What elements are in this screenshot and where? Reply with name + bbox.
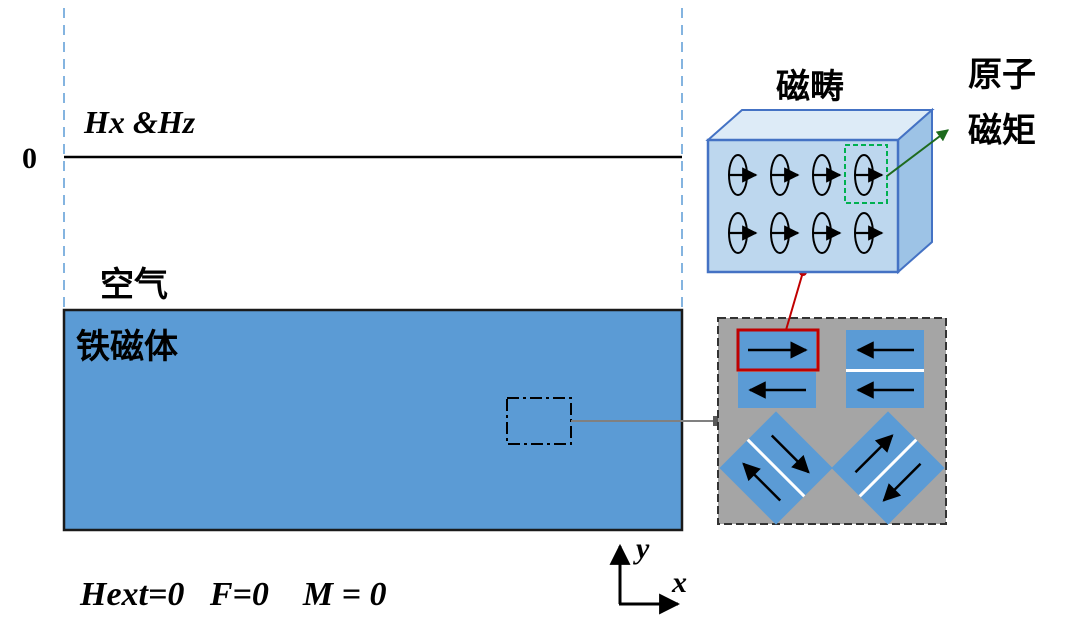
atomic-moments-grid: [728, 154, 884, 254]
x-axis-label: x: [671, 566, 687, 599]
atomic-moment: [770, 212, 800, 254]
highlight-moment-green: [844, 144, 888, 204]
highlight-domain-red: [736, 328, 820, 372]
zero-label: 0: [22, 142, 37, 175]
atomic-moment: [728, 154, 758, 196]
atomic-moment: [770, 154, 800, 196]
domain-label: 磁畴: [776, 67, 844, 107]
atomic-moment: [854, 154, 884, 196]
atomic-moment: [812, 212, 842, 254]
atomic-moment-label-line2: 磁矩: [968, 111, 1036, 151]
y-axis-label: y: [633, 532, 650, 565]
red-connector-line: [785, 271, 804, 331]
atomic-moment: [812, 154, 842, 196]
air-label: 空气: [100, 265, 168, 305]
h-field-label: Hx &Hz: [83, 104, 196, 140]
atomic-moment: [728, 212, 758, 254]
connector-end-marker: [713, 416, 722, 426]
atomic-moment-label-line1: 原子: [968, 55, 1036, 95]
atomic-moment: [854, 212, 884, 254]
domain-3d-box: [705, 107, 935, 275]
conditions-label: Hext=0 F=0 M = 0: [79, 576, 387, 613]
moment-pointer-arrow: [886, 129, 949, 177]
ferromagnet-label: 铁磁体: [76, 327, 178, 367]
